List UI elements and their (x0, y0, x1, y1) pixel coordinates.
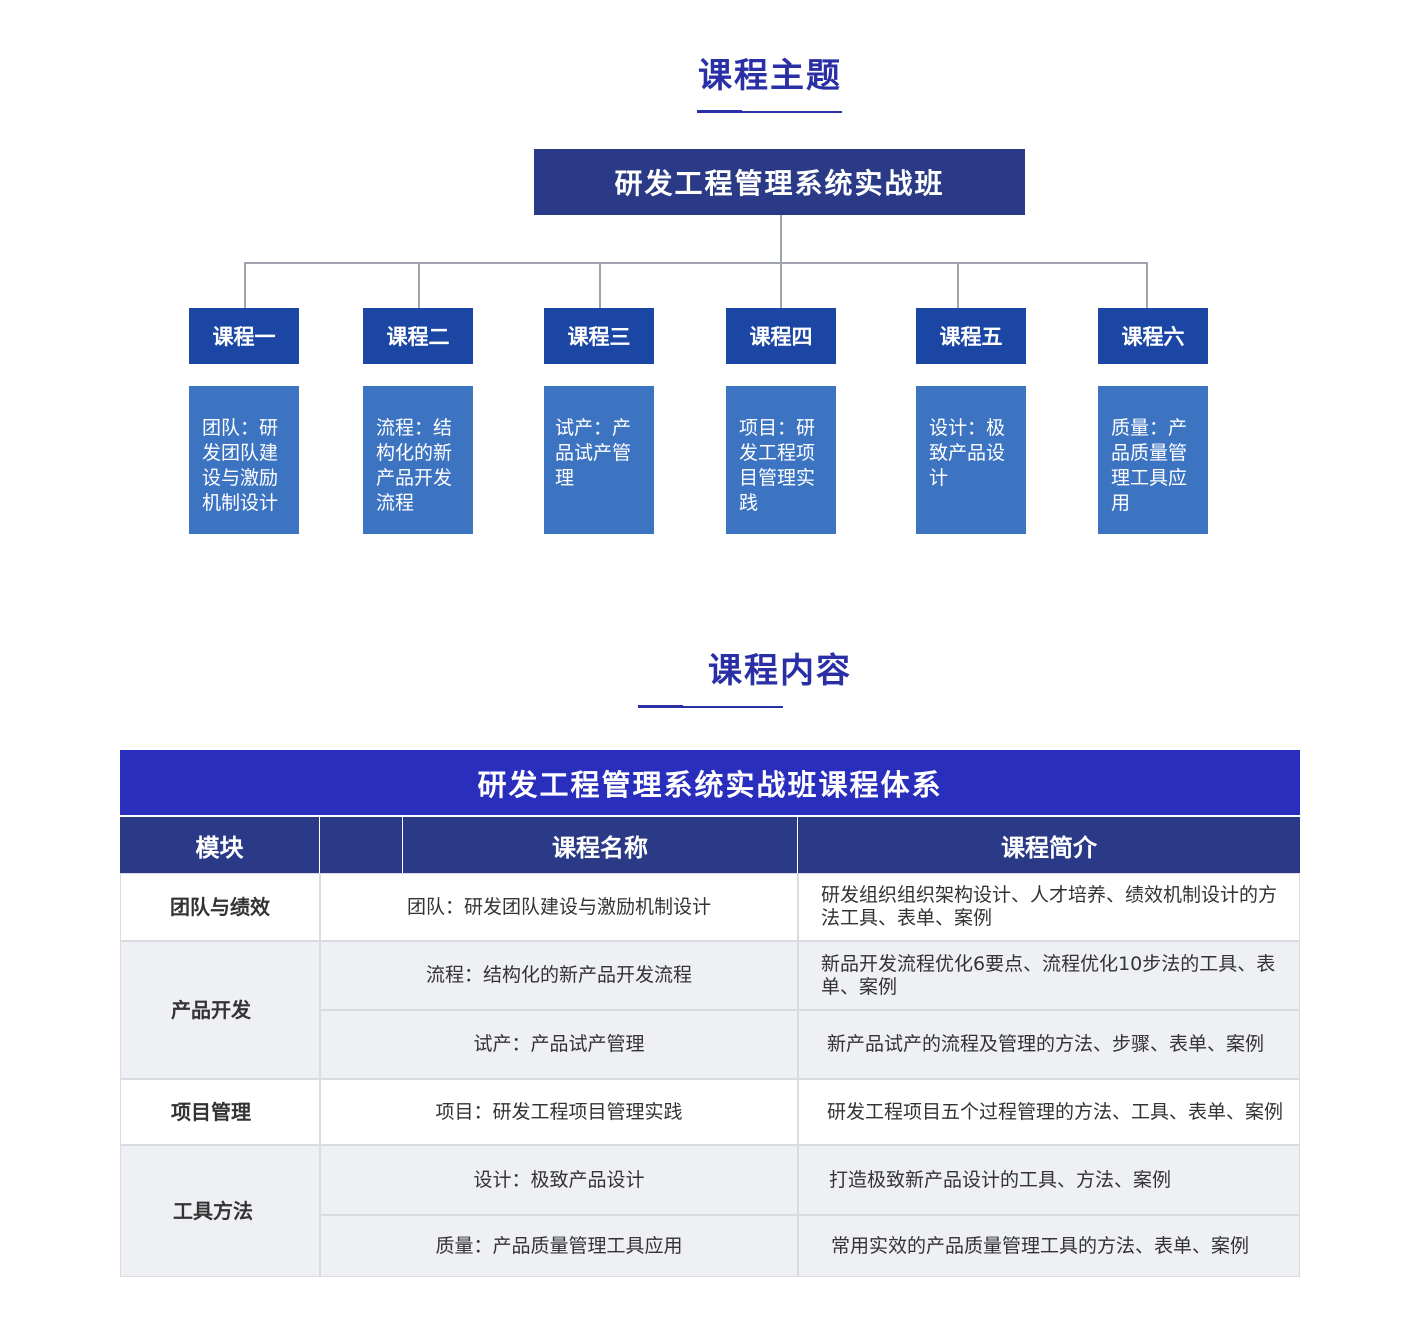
course-name-cell: 试产：产品试产管理 (320, 1010, 798, 1079)
course-label-6: 课程六 (1098, 308, 1208, 364)
course-desc-cell: 新品开发流程优化6要点、流程优化10步法的工具、表单、案例 (798, 941, 1300, 1010)
connector-line (1146, 262, 1148, 308)
connector-line (957, 262, 959, 308)
connector-line (418, 262, 420, 308)
module-cell: 产品开发 (120, 941, 320, 1079)
course-name-cell: 质量：产品质量管理工具应用 (320, 1215, 798, 1277)
table-header: 模块 课程名称 课程简介 (120, 817, 1300, 873)
course-label-1: 课程一 (189, 308, 299, 364)
header-module: 模块 (195, 833, 244, 862)
course-desc-cell: 研发组织组织架构设计、人才培养、绩效机制设计的方法工具、表单、案例 (798, 873, 1300, 941)
section-title-content: 课程内容 (708, 651, 852, 691)
course-desc-cell: 新产品试产的流程及管理的方法、步骤、表单、案例 (798, 1010, 1300, 1079)
module-cell: 项目管理 (120, 1079, 320, 1145)
header-divider (402, 817, 403, 873)
course-label-3: 课程三 (544, 308, 654, 364)
course-desc-6: 质量：产品质量管理工具应用 (1098, 386, 1208, 534)
course-label-4: 课程四 (726, 308, 836, 364)
header-divider (797, 817, 798, 873)
header-course-intro: 课程简介 (1001, 833, 1097, 862)
connector-line (599, 262, 601, 308)
connector-line (244, 262, 1148, 264)
course-system-table: 研发工程管理系统实战班课程体系 模块 课程名称 课程简介 团队与绩效 产品开发 … (120, 750, 1300, 1277)
module-cell: 团队与绩效 (120, 873, 320, 941)
course-label-5: 课程五 (916, 308, 1026, 364)
header-divider (319, 817, 320, 873)
connector-line (780, 215, 782, 263)
course-name-cell: 团队：研发团队建设与激励机制设计 (320, 873, 798, 941)
course-desc-cell: 研发工程项目五个过程管理的方法、工具、表单、案例 (798, 1079, 1300, 1145)
course-desc-cell: 常用实效的产品质量管理工具的方法、表单、案例 (798, 1215, 1300, 1277)
course-desc-1: 团队：研发团队建设与激励机制设计 (189, 386, 299, 534)
table-title: 研发工程管理系统实战班课程体系 (120, 750, 1300, 815)
course-desc-5: 设计：极致产品设计 (916, 386, 1026, 534)
course-name-cell: 项目：研发工程项目管理实践 (320, 1079, 798, 1145)
course-label-2: 课程二 (363, 308, 473, 364)
connector-line (780, 262, 782, 308)
section-title-theme: 课程主题 (698, 56, 842, 96)
title-underline (638, 705, 783, 708)
org-root-box: 研发工程管理系统实战班 (534, 149, 1025, 215)
course-name-cell: 设计：极致产品设计 (320, 1145, 798, 1215)
connector-line (244, 262, 246, 308)
title-underline (697, 110, 842, 113)
header-course-name: 课程名称 (552, 833, 648, 862)
course-name-cell: 流程：结构化的新产品开发流程 (320, 941, 798, 1010)
course-desc-2: 流程：结构化的新产品开发流程 (363, 386, 473, 534)
module-cell: 工具方法 (120, 1145, 320, 1277)
course-desc-cell: 打造极致新产品设计的工具、方法、案例 (798, 1145, 1300, 1215)
course-desc-4: 项目：研发工程项目管理实践 (726, 386, 836, 534)
course-desc-3: 试产：产品试产管理 (544, 386, 654, 534)
